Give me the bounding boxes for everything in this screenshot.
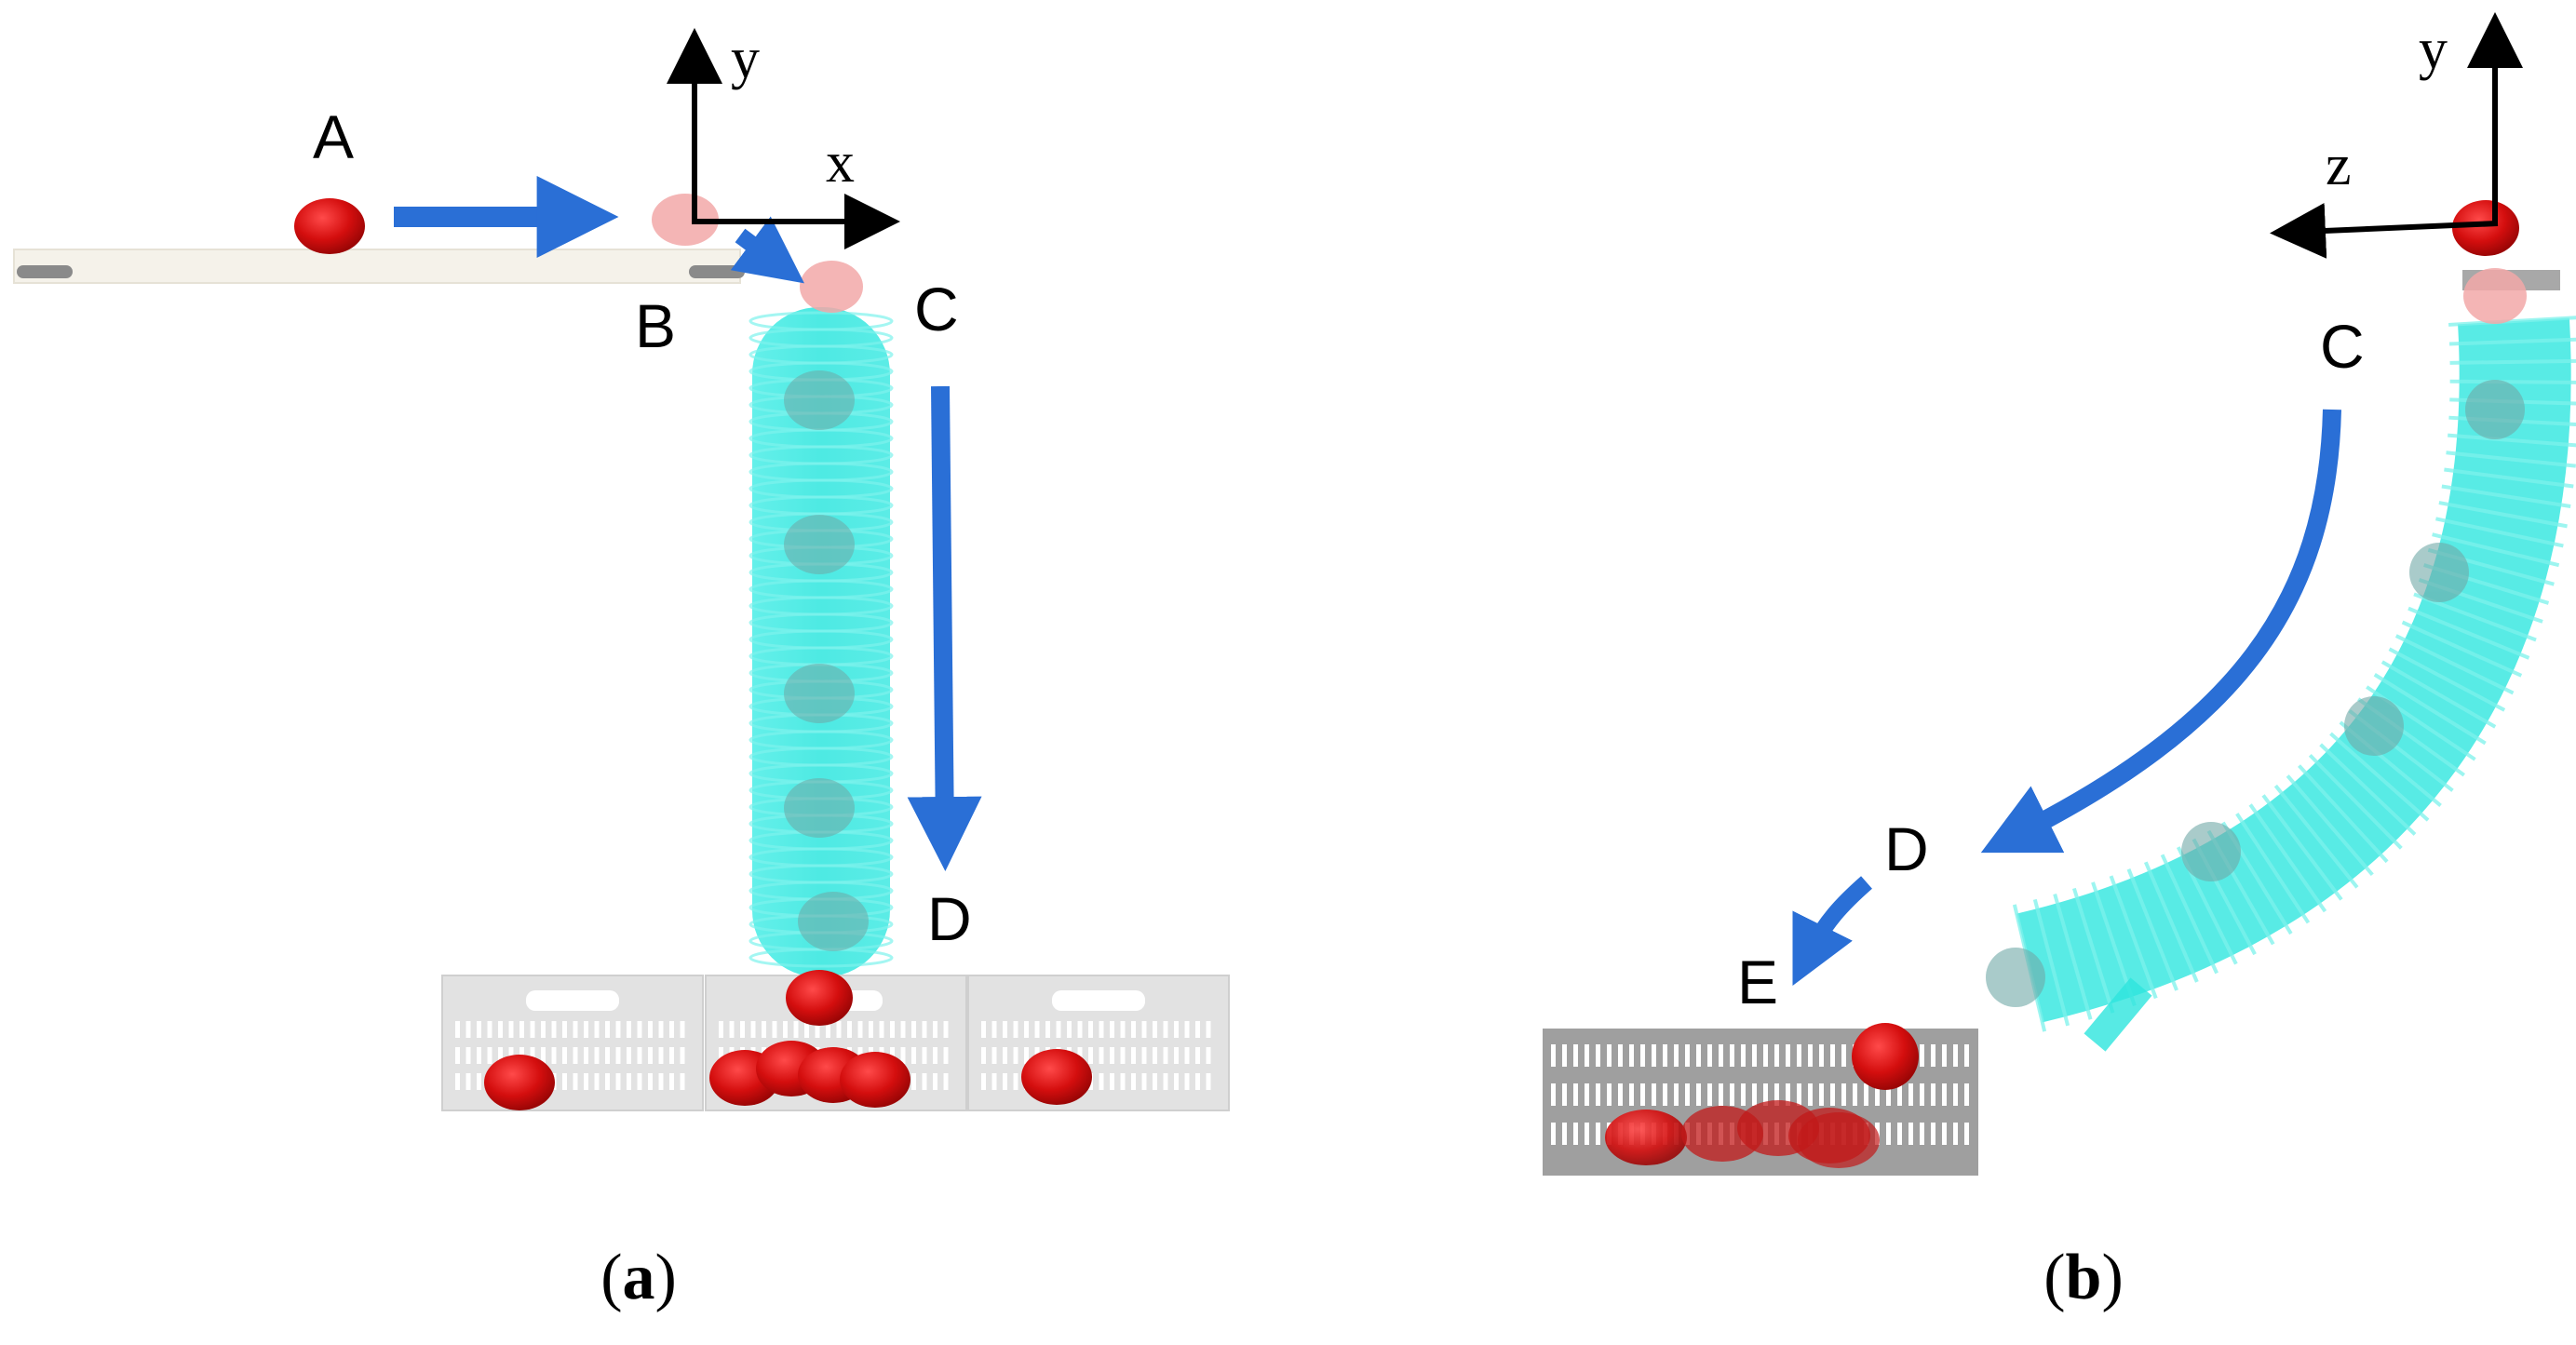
conveyor-belt	[13, 249, 745, 284]
caption-a: (a)	[600, 1242, 677, 1313]
vertical-tube	[749, 307, 894, 977]
point-label-e-b: E	[1737, 948, 1778, 1016]
arrow-b-to-c	[730, 216, 804, 284]
point-label-d: D	[927, 884, 972, 953]
axis-z-b	[2270, 202, 2499, 259]
axis-y-label-a: y	[731, 27, 760, 90]
fruit-ghosts-in-curved-tube	[1986, 380, 2525, 1007]
panel-a: y x A B C D (a)	[13, 27, 1230, 1313]
fruit-a	[294, 198, 365, 254]
axis-x-label-a: x	[826, 131, 855, 195]
axes-b	[2270, 12, 2523, 259]
axes-a	[667, 28, 900, 249]
tube-ribs-b	[2012, 316, 2576, 1032]
flow-arrows-b	[1792, 409, 2341, 986]
point-label-a: A	[313, 102, 354, 171]
flow-arrows-a	[394, 176, 982, 871]
point-label-b: B	[635, 291, 676, 360]
point-label-c-b: C	[2320, 312, 2365, 381]
axis-y-label-b: y	[2419, 18, 2448, 81]
fruits-panel-b	[1605, 200, 2527, 1168]
fruits-panel-a	[294, 194, 1092, 1110]
fruit-c-ghost	[800, 261, 863, 313]
fruit-ghosts-in-tube	[784, 370, 869, 951]
curved-tube	[1986, 316, 2576, 1052]
panel-b: y z C D E (b)	[1543, 12, 2576, 1313]
fruit-b-ghost	[652, 194, 719, 246]
point-label-c: C	[914, 275, 959, 343]
axis-z-label-b: z	[2326, 134, 2352, 197]
arrow-c-to-d-b	[1980, 409, 2341, 854]
point-label-d-b: D	[1884, 814, 1929, 883]
arrow-c-to-d	[907, 385, 982, 871]
arrow-d-to-e-b	[1792, 876, 1872, 986]
caption-b: (b)	[2043, 1242, 2124, 1313]
